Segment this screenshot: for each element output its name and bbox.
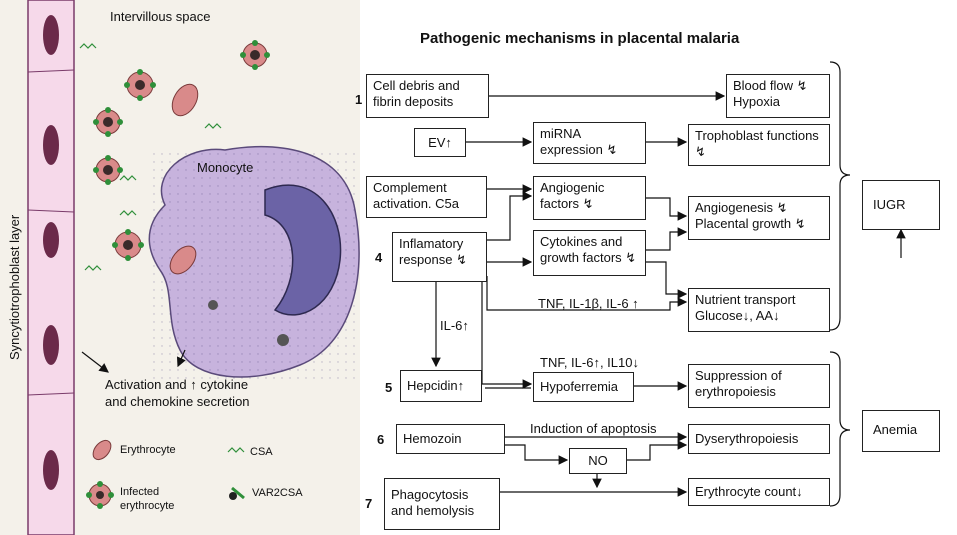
step-number-4: 4 — [375, 250, 383, 265]
cytokines-box: Cytokines and growth factors ↯ — [533, 230, 646, 276]
cell-debris-box: Cell debris and fibrin deposits — [366, 74, 489, 118]
legend-var2csa-label: VAR2CSA — [252, 487, 303, 499]
legend-infected-icon — [86, 481, 114, 509]
suppression-box: Suppression of erythropoiesis — [688, 364, 830, 408]
mirna-box: miRNA expression ↯ — [533, 122, 646, 164]
tnf-hypoferremia-label: TNF, IL-6↑, IL10↓ — [540, 355, 639, 370]
blood-flow-box: Blood flow ↯ Hypoxia — [726, 74, 830, 118]
syncytiotrophoblast-label: Syncytiotrophoblast layer — [7, 214, 22, 360]
step-number-1: 1 — [355, 92, 363, 107]
hepcidin-box: Hepcidin↑ — [400, 370, 482, 402]
diagram-title: Pathogenic mechanisms in placental malar… — [420, 30, 740, 47]
legend-erythrocyte-icon — [92, 439, 112, 461]
erythrocyte-count-box: Erythrocyte count↓ — [688, 478, 830, 506]
activation-label-2: and chemokine secretion — [105, 394, 250, 409]
intervillous-space-label: Intervillous space — [110, 9, 211, 24]
hypoferremia-box: Hypoferremia — [533, 372, 634, 402]
legend-csa-label: CSA — [250, 446, 273, 458]
anemia-box: Anemia — [862, 410, 940, 452]
trophoblast-box: Trophoblast functions ↯ — [688, 124, 830, 166]
iugr-box: IUGR — [862, 180, 940, 230]
legend-var2csa-icon — [229, 486, 245, 500]
phagocytosis-box: Phagocytosis and hemolysis — [384, 478, 500, 530]
step-number-5: 5 — [385, 380, 393, 395]
hemozoin-box: Hemozoin — [396, 424, 505, 454]
complement-box: Complement activation. C5a — [366, 176, 487, 218]
legend-erythrocyte-label: Erythrocyte — [120, 444, 176, 456]
nutrient-box: Nutrient transport Glucose↓, AA↓ — [688, 288, 830, 332]
no-box: NO — [569, 448, 627, 474]
dyserythropoiesis-box: Dyserythropoiesis — [688, 424, 830, 454]
angiogenic-box: Angiogenic factors ↯ — [533, 176, 646, 220]
step-number-7: 7 — [365, 496, 373, 511]
monocyte-label: Monocyte — [197, 160, 254, 175]
erythrocyte — [171, 83, 199, 117]
flow-arrows — [431, 61, 906, 507]
step-number-6: 6 — [377, 432, 385, 447]
apoptosis-label: Induction of apoptosis — [530, 421, 657, 436]
monocyte-cell — [148, 145, 360, 380]
il6-label: IL-6↑ — [440, 318, 469, 333]
legend-csa-icon — [227, 447, 245, 453]
syncytiotrophoblast-layer — [27, 0, 75, 535]
legend-infected-label-2: erythrocyte — [120, 500, 175, 512]
activation-label: Activation and ↑ cytokine — [105, 377, 249, 392]
legend-infected-label: Infected — [120, 486, 160, 498]
ev-box: EV↑ — [414, 128, 466, 157]
tnf-nutrient-label: TNF, IL-1β, IL-6 ↑ — [538, 296, 639, 311]
inflammatory-box: Inflamatory response ↯ — [392, 232, 487, 282]
angiogenesis-box: Angiogenesis ↯ Placental growth ↯ — [688, 196, 830, 240]
infected-erythrocytes — [93, 40, 270, 261]
